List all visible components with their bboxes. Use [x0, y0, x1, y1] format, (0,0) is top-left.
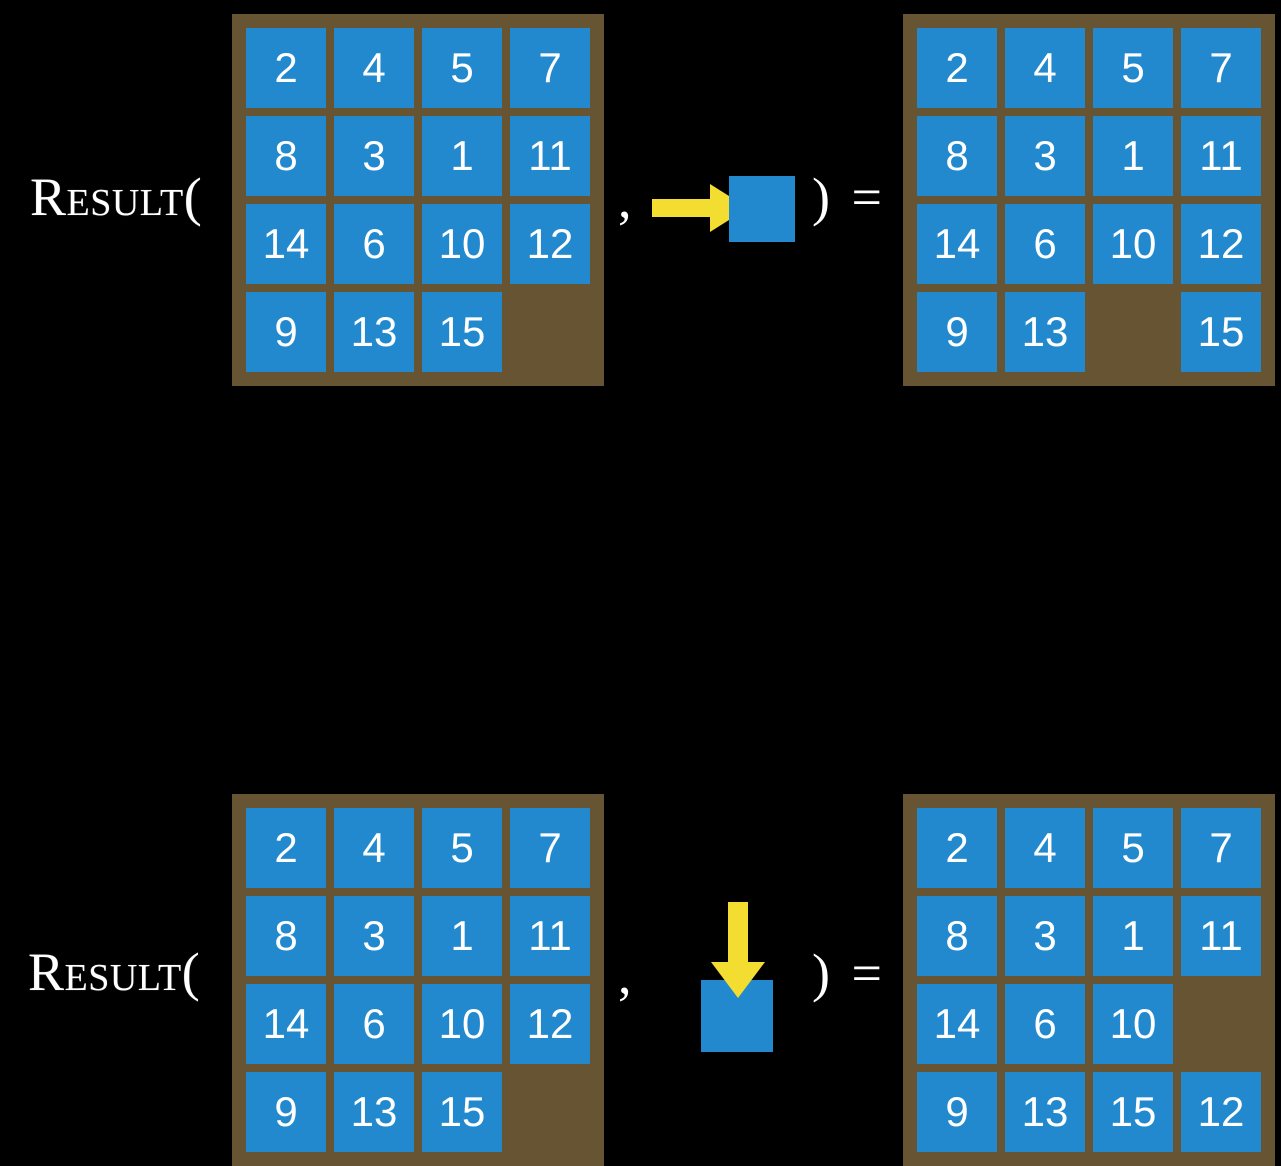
board-tile[interactable]: 10: [1093, 204, 1173, 284]
board-tile[interactable]: 5: [1093, 808, 1173, 888]
board-tile[interactable]: 12: [510, 984, 590, 1064]
board-tile[interactable]: 11: [1181, 116, 1261, 196]
board-tile[interactable]: 7: [1181, 808, 1261, 888]
board-tile[interactable]: 3: [1005, 116, 1085, 196]
board-tile[interactable]: 13: [1005, 1072, 1085, 1152]
board-tile[interactable]: 15: [422, 292, 502, 372]
board-tile[interactable]: 3: [334, 896, 414, 976]
board-tile[interactable]: 2: [917, 808, 997, 888]
board-cell-empty: [1093, 292, 1173, 372]
close-paren-equals-top: ) =: [812, 167, 886, 227]
board-tile[interactable]: 7: [510, 808, 590, 888]
right-arrow-icon: [652, 184, 748, 232]
board-tile[interactable]: 11: [510, 116, 590, 196]
close-paren-equals-bottom: ) =: [812, 943, 886, 1003]
board-tile[interactable]: 1: [1093, 116, 1173, 196]
board-tile[interactable]: 12: [1181, 204, 1261, 284]
board-tile[interactable]: 4: [1005, 808, 1085, 888]
board-tile[interactable]: 6: [1005, 984, 1085, 1064]
board-tile[interactable]: 13: [334, 1072, 414, 1152]
board-tile[interactable]: 8: [246, 896, 326, 976]
board-tile[interactable]: 8: [246, 116, 326, 196]
board-tile[interactable]: 4: [334, 808, 414, 888]
board-tile[interactable]: 4: [334, 28, 414, 108]
board-tile[interactable]: 14: [917, 984, 997, 1064]
board-tile[interactable]: 3: [334, 116, 414, 196]
board-tile[interactable]: 9: [246, 292, 326, 372]
board-cell-empty: [510, 1072, 590, 1152]
board-tile[interactable]: 3: [1005, 896, 1085, 976]
operation-tile-top: [729, 176, 795, 242]
argument-separator-comma-bottom: ,: [618, 945, 632, 1005]
board-tile[interactable]: 12: [1181, 1072, 1261, 1152]
board-tile[interactable]: 8: [917, 896, 997, 976]
board-tile[interactable]: 14: [246, 204, 326, 284]
board-tile[interactable]: 1: [422, 896, 502, 976]
board-tile[interactable]: 2: [917, 28, 997, 108]
board-tile[interactable]: 10: [1093, 984, 1173, 1064]
result-function-label-bottom: Result(: [28, 942, 201, 1002]
board-tile[interactable]: 2: [246, 28, 326, 108]
board-tile[interactable]: 11: [1181, 896, 1261, 976]
board-tile[interactable]: 15: [1181, 292, 1261, 372]
board-tile[interactable]: 5: [422, 808, 502, 888]
board-tile[interactable]: 11: [510, 896, 590, 976]
board-tile[interactable]: 7: [1181, 28, 1261, 108]
board-tile[interactable]: 12: [510, 204, 590, 284]
board-tile[interactable]: 9: [917, 1072, 997, 1152]
board-tile[interactable]: 2: [246, 808, 326, 888]
board-tile[interactable]: 15: [1093, 1072, 1173, 1152]
board-tile[interactable]: 6: [1005, 204, 1085, 284]
result-function-label-top: Result(: [30, 167, 203, 227]
board-tile[interactable]: 5: [1093, 28, 1173, 108]
board-tile[interactable]: 5: [422, 28, 502, 108]
board-tile[interactable]: 1: [1093, 896, 1173, 976]
board-tile[interactable]: 14: [917, 204, 997, 284]
board-cell-empty: [510, 292, 590, 372]
argument-separator-comma-top: ,: [618, 169, 632, 229]
board-tile[interactable]: 9: [246, 1072, 326, 1152]
board-tile[interactable]: 14: [246, 984, 326, 1064]
board-tile[interactable]: 1: [422, 116, 502, 196]
board-tile[interactable]: 10: [422, 984, 502, 1064]
board-tile[interactable]: 10: [422, 204, 502, 284]
board-tile[interactable]: 6: [334, 204, 414, 284]
board-tile[interactable]: 9: [917, 292, 997, 372]
board-tile[interactable]: 13: [334, 292, 414, 372]
board-tile[interactable]: 13: [1005, 292, 1085, 372]
board-tile[interactable]: 7: [510, 28, 590, 108]
board-tile[interactable]: 15: [422, 1072, 502, 1152]
board-cell-empty: [1181, 984, 1261, 1064]
board-tile[interactable]: 8: [917, 116, 997, 196]
board-tile[interactable]: 4: [1005, 28, 1085, 108]
board-tile[interactable]: 6: [334, 984, 414, 1064]
down-arrow-icon: [711, 902, 765, 998]
